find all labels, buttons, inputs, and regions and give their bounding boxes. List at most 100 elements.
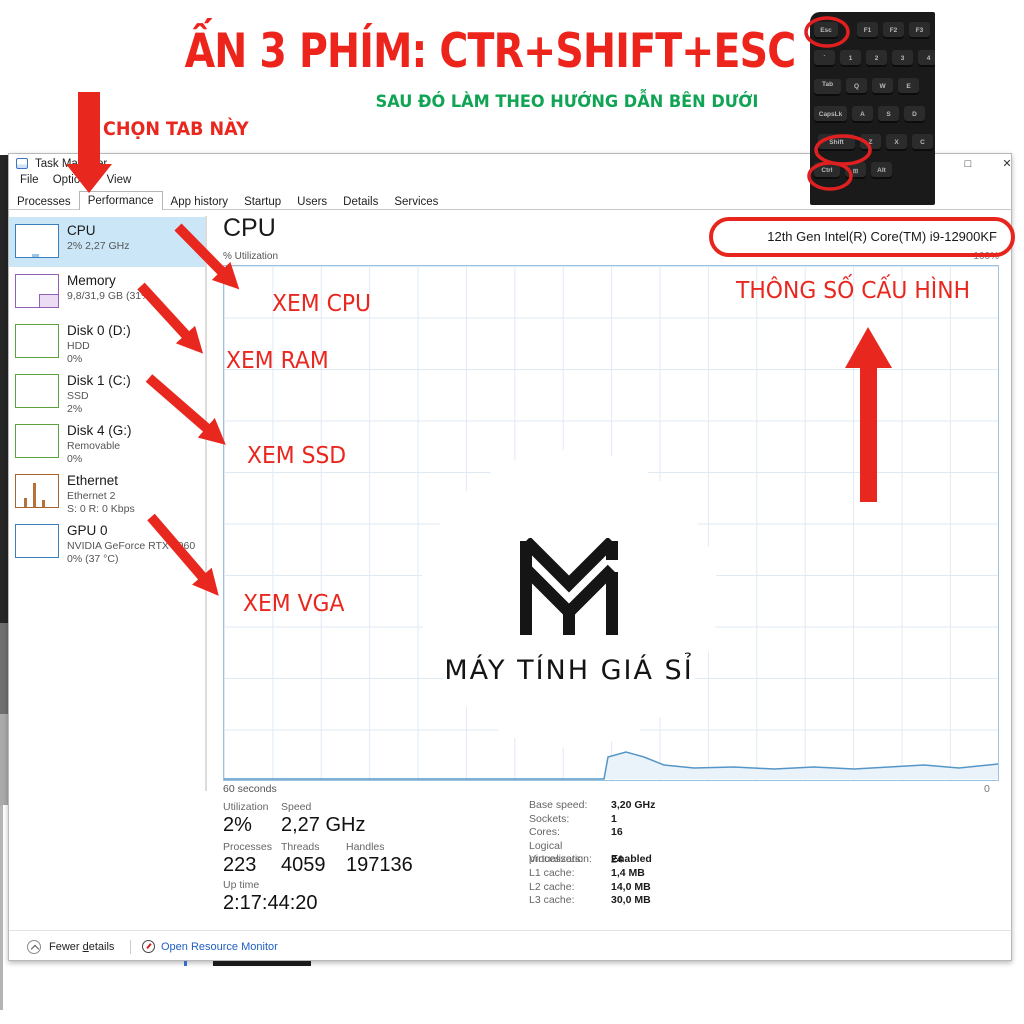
a-key: A [852,106,873,123]
stat-value: 2:17:44:20 [223,892,318,914]
sidebar-item-label: Memory [67,273,116,288]
alt-key: Alt [871,162,892,179]
background-edge-strip [0,805,3,1010]
menu-file[interactable]: File [20,174,39,186]
stat-value: 2% [223,814,252,836]
sidebar-item-disk0[interactable]: Disk 0 (D:) HDD 0% [9,317,207,367]
keyboard-row: Esc F1 F2 F3 [814,22,935,39]
taskbar-fragment [184,961,187,966]
sidebar-item-sub: 2% [67,402,83,415]
c-key: C [912,134,933,151]
keyboard-row: ` 1 2 3 4 [814,50,935,67]
watermark-text: MÁY TÍNH GIÁ SỈ [444,655,694,686]
z-key: Z [860,134,881,151]
sidebar-item-sub: 0% [67,452,83,465]
two-key: 2 [866,50,887,67]
page-title: CPU [223,214,276,242]
sidebar-item-memory[interactable]: Memory 9,8/31,9 GB (31%) [9,267,207,317]
menu-options[interactable]: Options [52,174,93,186]
watermark: MÁY TÍNH GIÁ SỈ [420,450,718,748]
spec-row: Logical processors:24 [529,839,623,866]
stat-value: 223 [223,854,257,876]
sidebar-item-sub: 9,8/31,9 GB (31%) [67,290,154,302]
ctrl-key: Ctrl [814,162,840,179]
ethernet-mini-graph-icon [15,474,59,508]
stat-label: Processes [223,841,273,853]
chevron-up-icon [27,940,41,954]
backtick-key: ` [814,50,835,67]
disk-mini-graph-icon [15,324,59,358]
cpu-name: 12th Gen Intel(R) Core(TM) i9-12900KF [767,229,997,244]
maximize-button[interactable]: □ [964,158,972,170]
cpu-usage-line [224,751,998,780]
tab-key: Tab [814,79,842,96]
spec-row: L1 cache:1,4 MB [529,866,645,879]
stat-label: Speed [281,801,312,813]
sidebar-item-label: Ethernet [67,473,119,488]
spec-row: Sockets:1 [529,812,617,825]
status-bar: Fewer details Open Resource Monitor [9,930,1011,962]
taskbar-fragment [213,961,311,966]
d-key: D [904,106,925,123]
keyboard-photo: Esc F1 F2 F3 ` 1 2 3 4 Tab Q W E CapsLk … [810,12,935,205]
sidebar-item-label: Disk 1 (C:) [67,373,131,388]
f3-key: F3 [909,22,930,39]
tab-services[interactable]: Services [394,196,439,208]
sidebar-item-gpu[interactable]: GPU 0 NVIDIA GeForce RTX 4060 0% (37 °C) [9,517,207,567]
sidebar-item-disk1[interactable]: Disk 1 (C:) SSD 2% [9,367,207,417]
choose-tab-annotation: CHỌN TAB NÀY [103,118,249,140]
sidebar-item-sub: S: 0 R: 0 Kbps [67,502,135,515]
double-m-logo-icon [520,536,618,635]
memory-mini-graph-icon [15,274,59,308]
f2-key: F2 [883,22,904,39]
keyboard-row: Ctrl ⊞ Alt [814,162,935,179]
sidebar-item-label: GPU 0 [67,523,108,538]
menu-view[interactable]: View [106,174,132,186]
open-resource-monitor-link[interactable]: Open Resource Monitor [161,941,278,953]
stat-value: 2,27 GHz [281,814,366,836]
three-key: 3 [892,50,913,67]
one-key: 1 [840,50,861,67]
fewer-details-button[interactable]: Fewer details [49,941,115,953]
performance-sidebar: CPU 2% 2,27 GHz Memory 9,8/31,9 GB (31%)… [9,210,207,952]
s-key: S [878,106,899,123]
sidebar-item-sub: Removable [67,440,121,452]
tab-processes[interactable]: Processes [17,196,71,208]
divider [130,940,131,954]
sidebar-item-ethernet[interactable]: Ethernet Ethernet 2 S: 0 R: 0 Kbps [9,467,207,517]
win-key: ⊞ [845,162,866,179]
sidebar-item-sub: 2% 2,27 GHz [67,240,130,252]
gpu-mini-graph-icon [15,524,59,558]
close-button[interactable]: ✕ [1002,158,1012,170]
sidebar-item-cpu[interactable]: CPU 2% 2,27 GHz [9,217,207,267]
stat-label: Threads [281,841,320,853]
tab-details[interactable]: Details [343,196,379,208]
spec-row: L2 cache:14,0 MB [529,880,651,893]
x-key: X [886,134,907,151]
tab-startup[interactable]: Startup [244,196,282,208]
tab-users[interactable]: Users [297,196,328,208]
tab-bar: Processes Performance App history Startup Us… [9,191,1011,211]
f1-key: F1 [857,22,878,39]
sidebar-item-label: CPU [67,223,96,238]
window-title: Task Manager [35,158,108,170]
background-edge-strip [0,155,8,805]
spec-row: L3 cache:30,0 MB [529,894,651,907]
sidebar-item-disk4[interactable]: Disk 4 (G:) Removable 0% [9,417,207,467]
sidebar-item-sub: 0% (37 °C) [67,552,119,565]
tab-app-history[interactable]: App history [170,196,229,208]
sidebar-item-label: Disk 0 (D:) [67,323,131,338]
sidebar-item-sub: NVIDIA GeForce RTX 4060 [67,540,196,552]
main-heading: ẤN 3 PHÍM: CTR+SHIFT+ESC [184,24,797,79]
tab-performance[interactable]: Performance [78,191,163,211]
w-key: W [872,78,894,95]
sidebar-item-label: Disk 4 (G:) [67,423,132,438]
spec-row: Base speed:3,20 GHz [529,799,656,811]
sidebar-item-sub: 0% [67,352,83,365]
task-manager-icon [16,158,28,169]
task-manager-window: Task Manager □ ✕ File Options View Proce… [8,153,1015,962]
xem-ssd-annotation: XEM SSD [247,443,347,469]
stat-label: Handles [346,841,385,853]
sidebar-scrollbar[interactable] [205,216,207,791]
